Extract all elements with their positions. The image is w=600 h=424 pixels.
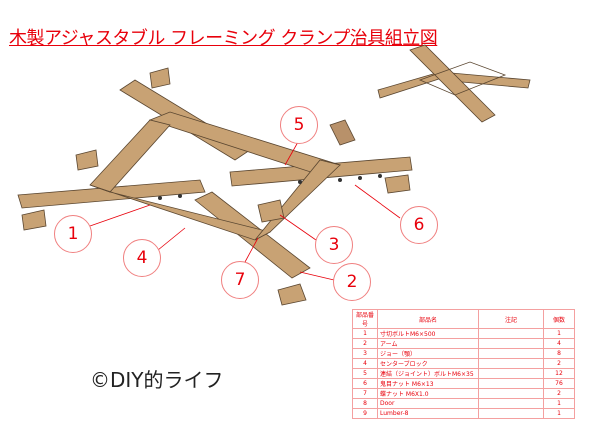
cell-notes (478, 408, 544, 419)
jaw (384, 174, 411, 194)
cell-part-no: 7 (352, 388, 378, 399)
jaw (257, 199, 285, 223)
cell-part-no: 9 (352, 408, 378, 419)
cell-part-name: ジョー（顎） (377, 348, 479, 359)
callout-4: 4 (123, 239, 161, 277)
cell-part-name: センターブロック (377, 358, 479, 369)
cell-part-no: 3 (352, 348, 378, 359)
callout-5: 5 (280, 106, 318, 144)
cell-quantity: 1 (543, 398, 575, 409)
cell-quantity: 1 (543, 408, 575, 419)
header-part-no: 部品番号 (352, 309, 378, 329)
cell-notes (478, 388, 544, 399)
copyright-text: ©DIY的ライフ (90, 368, 224, 392)
header-quantity: 個数 (543, 309, 575, 329)
drawing-title: 木製アジャスタブル フレーミング クランプ治具組立図 (9, 28, 438, 49)
cell-part-name: Door (377, 398, 479, 409)
cell-part-no: 2 (352, 338, 378, 349)
cell-part-name: 連結（ジョイント）ボルトM6×35 (377, 368, 479, 379)
cell-notes (478, 328, 544, 339)
cell-part-name: 蝶ナット M6X1.0 (377, 388, 479, 399)
jaw (75, 149, 99, 171)
header-part-name: 部品名 (377, 309, 479, 329)
jaw (277, 283, 307, 306)
cell-notes (478, 348, 544, 359)
cell-part-no: 4 (352, 358, 378, 369)
cell-quantity: 76 (543, 378, 575, 389)
callout-3: 3 (315, 226, 353, 264)
cell-quantity: 2 (543, 388, 575, 399)
cell-notes (478, 378, 544, 389)
frame-left (89, 119, 171, 193)
cell-part-name: 寸切ボルトM6×500 (377, 328, 479, 339)
header-notes: 注記 (478, 309, 544, 329)
cell-part-no: 1 (352, 328, 378, 339)
cell-notes (478, 398, 544, 409)
jaw (21, 209, 47, 231)
cell-notes (478, 358, 544, 369)
cell-quantity: 4 (543, 338, 575, 349)
cell-quantity: 8 (543, 348, 575, 359)
cell-part-no: 6 (352, 378, 378, 389)
arm-left-long (17, 179, 206, 209)
arm-upper-right (329, 119, 356, 146)
frame-right (254, 159, 341, 241)
callout-6: 6 (400, 206, 438, 244)
callout-1: 1 (54, 215, 92, 253)
cell-quantity: 2 (543, 358, 575, 369)
cell-quantity: 1 (543, 328, 575, 339)
overview-arm (409, 44, 496, 123)
callout-7: 7 (221, 261, 259, 299)
cell-part-name: 鬼目ナット M6×13 (377, 378, 479, 389)
cell-part-no: 5 (352, 368, 378, 379)
cell-part-name: アーム (377, 338, 479, 349)
table-header-row: 部品番号 部品名 注記 個数 (352, 309, 575, 329)
jaw (149, 67, 171, 89)
callout-2: 2 (333, 263, 371, 301)
cell-notes (478, 368, 544, 379)
cell-notes (478, 338, 544, 349)
cell-part-no: 8 (352, 398, 378, 409)
cell-quantity: 12 (543, 368, 575, 379)
overview-arm (418, 61, 507, 96)
cell-part-name: Lumber-8 (377, 408, 479, 419)
